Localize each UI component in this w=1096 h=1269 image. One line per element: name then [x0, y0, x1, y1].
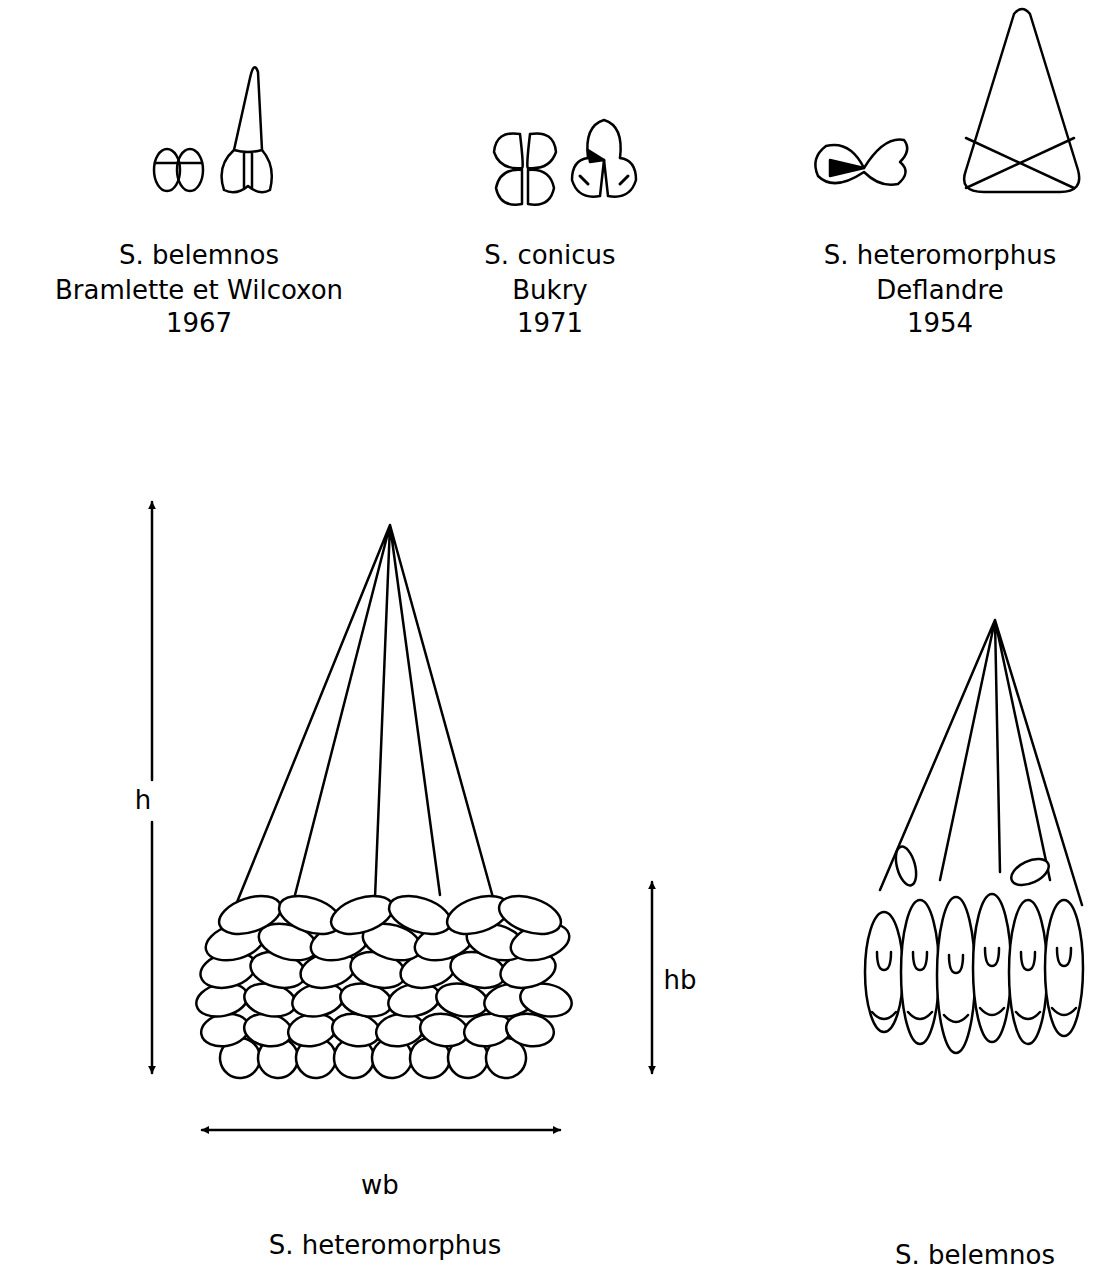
- author-name: Deflandre: [874, 276, 1005, 305]
- year: 1967: [164, 309, 234, 338]
- conicus-small: [494, 120, 636, 205]
- belemnos-small: [154, 67, 272, 192]
- species-name: S. belemnos: [117, 241, 281, 270]
- species-name: S. heteromorphus: [267, 1231, 504, 1260]
- heteromorphus-large: [193, 525, 575, 1081]
- heteromorphus-small: [815, 9, 1079, 192]
- year: 1971: [515, 309, 585, 338]
- dimension-label: wb: [359, 1171, 401, 1200]
- author-name: Bramlette et Wilcoxon: [53, 276, 345, 305]
- species-name: S. heteromorphus: [822, 241, 1059, 270]
- dimension-arrows: [152, 502, 652, 1130]
- dimension-label: hb: [662, 966, 699, 995]
- species-name: S. belemnos: [893, 1241, 1057, 1269]
- dimension-label: h: [133, 786, 153, 815]
- species-name: S. conicus: [482, 241, 617, 270]
- year: 1954: [905, 309, 975, 338]
- belemnos-large: [865, 620, 1083, 1053]
- author-name: Bukry: [510, 276, 589, 305]
